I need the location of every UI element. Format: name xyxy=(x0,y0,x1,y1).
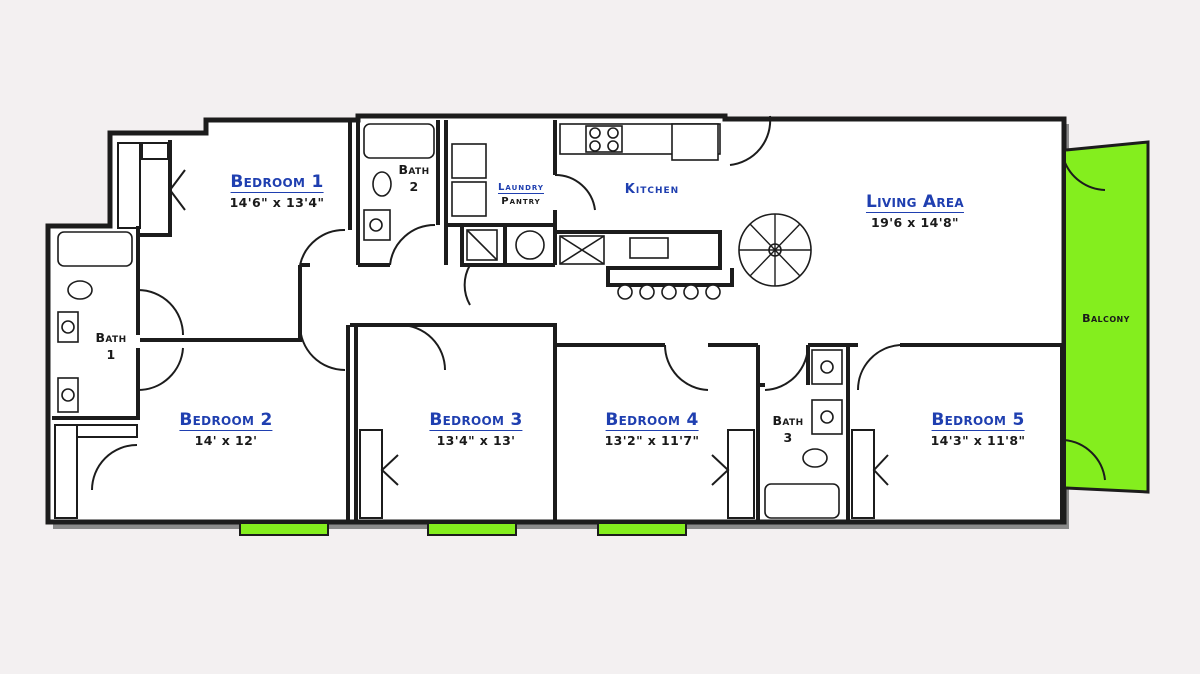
bath3-name: Bath xyxy=(772,413,804,428)
living-area-dims: 19'6 x 14'8" xyxy=(871,215,959,230)
kitchen-label: Kitchen xyxy=(624,182,680,197)
laundry-label: Laundry Pantry xyxy=(497,177,545,207)
bedroom4-dims: 13'2" x 11'7" xyxy=(604,433,700,448)
interior-walls xyxy=(52,120,1064,520)
bedroom2-name: Bedroom 2 xyxy=(179,410,273,431)
balcony-label: Balcony xyxy=(1082,312,1130,325)
bath3-label: Bath 3 xyxy=(772,413,803,447)
plan-floor xyxy=(45,113,1067,525)
doors xyxy=(91,115,1106,491)
bedroom2-dims: 14' x 12' xyxy=(194,433,258,448)
bedroom5-name: Bedroom 5 xyxy=(931,410,1025,431)
bedroom4-name: Bedroom 4 xyxy=(605,410,699,431)
balcony-railing xyxy=(1065,140,1150,494)
bedroom3-name: Bedroom 3 xyxy=(429,410,523,431)
bedroom1-name: Bedroom 1 xyxy=(230,172,324,193)
bath1-name: Bath xyxy=(95,330,127,345)
bedroom3-dims: 13'4" x 13' xyxy=(436,433,516,448)
bath3-number: 3 xyxy=(783,429,793,445)
stair-treads xyxy=(739,214,811,286)
bedroom5-label: Bedroom 5 14'3" x 11'8" xyxy=(931,412,1026,448)
bedroom4-label: Bedroom 4 13'2" x 11'7" xyxy=(605,412,700,448)
bedroom1-label: Bedroom 1 14'6" x 13'4" xyxy=(230,174,325,210)
bath1-number: 1 xyxy=(106,346,116,362)
window-bedroom3 xyxy=(427,522,517,536)
bedroom1-dims: 14'6" x 13'4" xyxy=(229,195,325,210)
bath1-label: Bath 1 xyxy=(95,330,126,364)
window-bedroom4 xyxy=(597,522,687,536)
bedroom3-label: Bedroom 3 13'4" x 13' xyxy=(429,410,523,448)
balcony xyxy=(1066,142,1148,492)
laundry-name: Laundry xyxy=(497,182,545,194)
living-area-label: Living Area 19'6 x 14'8" xyxy=(865,192,965,230)
living-area-name: Living Area xyxy=(865,192,965,213)
bath2-number: 2 xyxy=(409,178,419,194)
pantry-name: Pantry xyxy=(501,196,541,207)
bedroom2-label: Bedroom 2 14' x 12' xyxy=(179,410,273,448)
bath2-label: Bath 2 xyxy=(398,162,429,196)
bath2-name: Bath xyxy=(398,162,430,177)
closets xyxy=(54,142,875,519)
bedroom5-dims: 14'3" x 11'8" xyxy=(930,433,1026,448)
window-bedroom2 xyxy=(239,522,329,536)
